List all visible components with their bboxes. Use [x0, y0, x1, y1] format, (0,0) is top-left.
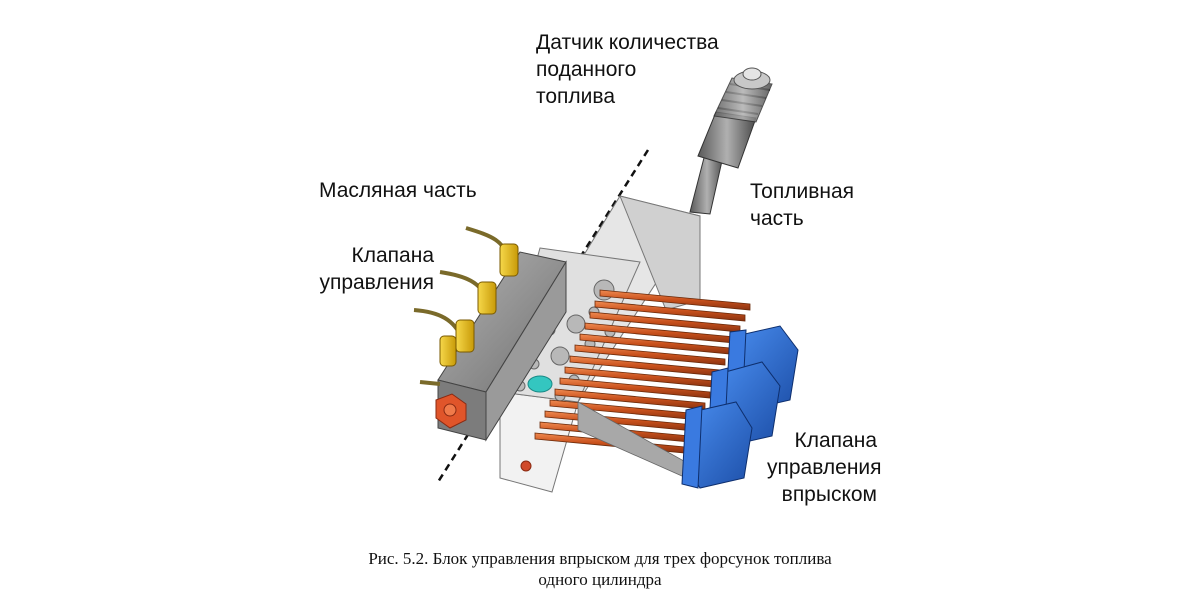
fuel-tubes — [534, 289, 751, 485]
injection-valve-heads — [681, 325, 799, 489]
label-control-valves-line-2: управления — [319, 271, 434, 294]
label-injection-valves-line-3: впрыском — [781, 483, 877, 506]
figure-caption-line-2: одного цилиндра — [538, 570, 662, 589]
tube — [599, 289, 751, 311]
teal-port — [527, 375, 553, 393]
valve-head-3 — [681, 401, 753, 489]
label-injection-valves: Клапана управления впрыском — [767, 427, 882, 508]
label-fuel-part: Топливная часть — [750, 178, 854, 232]
figure-caption-line-1: Рис. 5.2. Блок управления впрыском для т… — [368, 549, 832, 568]
red-port — [520, 460, 532, 472]
tube — [559, 377, 711, 399]
label-sensor-line-2: поданного — [536, 58, 637, 81]
sensor-shaft — [689, 67, 773, 215]
label-oil-part: Масляная часть — [319, 179, 477, 202]
label-sensor: Датчик количества поданного топлива — [536, 29, 719, 110]
tube — [574, 344, 726, 366]
control-valve-fittings — [413, 226, 519, 386]
label-fuel-part-line-2: часть — [750, 207, 804, 230]
label-control-valves-line-1: Клапана — [351, 244, 435, 267]
label-fuel-part-line-1: Топливная — [750, 180, 855, 203]
label-control-valves: Клапана управления — [304, 242, 434, 296]
figure-caption: Рис. 5.2. Блок управления впрыском для т… — [0, 548, 1200, 590]
tube — [594, 300, 746, 322]
label-sensor-line-3: топлива — [536, 85, 616, 108]
label-injection-valves-line-1: Клапана — [794, 429, 878, 452]
label-injection-valves-line-2: управления — [767, 456, 882, 479]
oil-plug — [435, 393, 467, 429]
label-sensor-line-1: Датчик количества — [536, 31, 719, 54]
